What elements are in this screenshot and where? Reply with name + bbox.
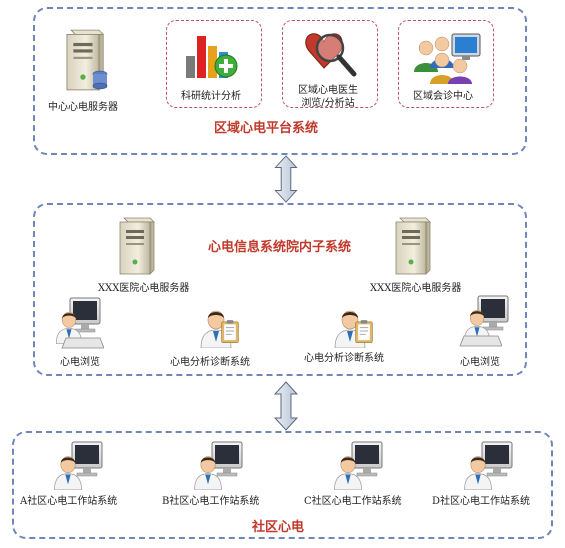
analysis-left-label: 心电分析诊断系统 bbox=[170, 357, 250, 368]
regional-doctor-box[interactable] bbox=[282, 20, 378, 108]
regional-platform-title: 区域心电平台系统 bbox=[214, 121, 319, 136]
community-d-label: D社区心电工作站系统 bbox=[432, 496, 531, 507]
regional-platform-panel bbox=[33, 7, 527, 155]
community-title: 社区心电 bbox=[252, 520, 305, 535]
community-a-label: A社区心电工作站系统 bbox=[20, 496, 118, 507]
hospital-server-left-label: XXX医院心电服务器 bbox=[98, 283, 190, 294]
browse-right-label: 心电浏览 bbox=[460, 357, 500, 368]
research-stats-box[interactable] bbox=[166, 20, 262, 108]
browse-left-label: 心电浏览 bbox=[60, 357, 100, 368]
hospital-subsystem-panel bbox=[33, 203, 527, 376]
double-arrow-icon bbox=[274, 380, 298, 432]
hospital-server-right-label: XXX医院心电服务器 bbox=[370, 283, 462, 294]
analysis-right-label: 心电分析诊断系统 bbox=[304, 353, 384, 364]
analysis-left-doctor-icon bbox=[196, 304, 236, 348]
analysis-right-doctor-icon bbox=[330, 304, 370, 348]
hospital-server-right-icon bbox=[392, 216, 432, 276]
consult-center-box[interactable] bbox=[398, 20, 494, 108]
double-arrow-icon bbox=[274, 155, 298, 203]
consult-center-label: 区域会诊中心 bbox=[413, 91, 473, 102]
consult-group-icon bbox=[412, 28, 484, 84]
bar-chart-icon bbox=[182, 26, 242, 82]
regional-doctor-label-line2: 浏览/分析站 bbox=[301, 98, 355, 109]
regional-doctor-label: 区域心电医生 浏览/分析站 bbox=[298, 84, 358, 110]
regional-doctor-label-line1: 区域心电医生 bbox=[298, 85, 358, 96]
hospital-subsystem-title: 心电信息系统院内子系统 bbox=[208, 240, 352, 255]
community-panel bbox=[12, 431, 553, 539]
central-server-icon bbox=[62, 28, 108, 92]
central-server-label: 中心心电服务器 bbox=[48, 102, 118, 113]
heart-magnifier-icon bbox=[300, 24, 362, 82]
community-b-label: B社区心电工作站系统 bbox=[162, 496, 260, 507]
hospital-server-left-icon bbox=[116, 216, 156, 276]
research-stats-label: 科研统计分析 bbox=[181, 91, 241, 102]
community-c-label: C社区心电工作站系统 bbox=[304, 496, 402, 507]
